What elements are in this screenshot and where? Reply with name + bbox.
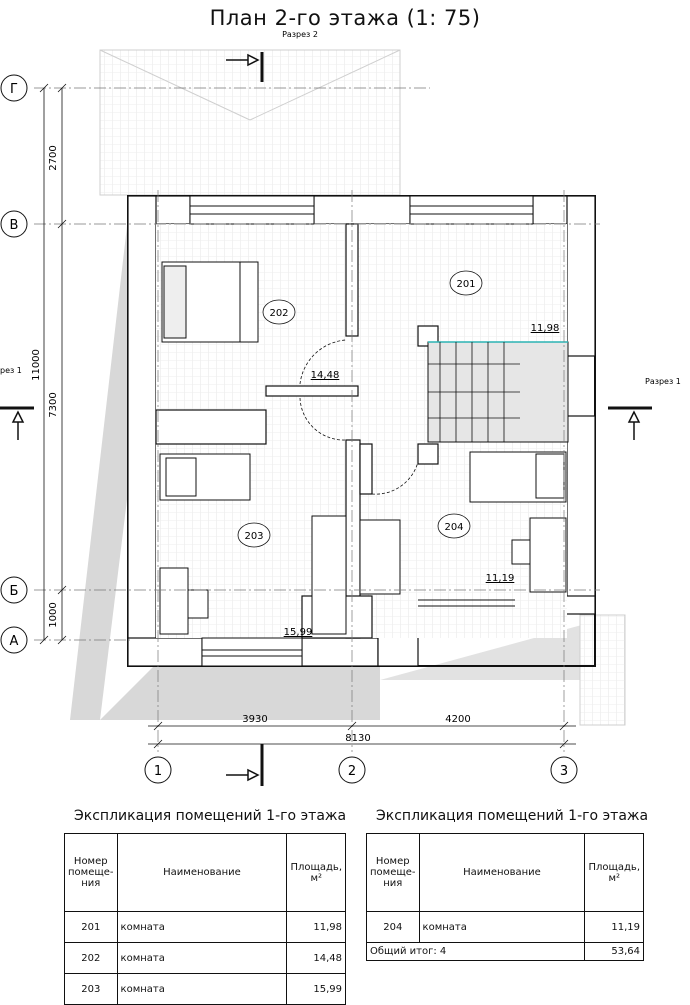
- header-name: Наименование: [116, 833, 288, 912]
- room-number-204: 204: [444, 522, 463, 533]
- dim-11000: 11000: [31, 349, 42, 381]
- dim-1000: 1000: [48, 602, 59, 627]
- table-right-caption: Экспликация помещений 1-го этажа: [376, 808, 649, 824]
- total-area: 53,64: [584, 942, 644, 961]
- cell-number: 202: [64, 942, 118, 974]
- cell-name: комната: [116, 942, 288, 974]
- total-label: Общий итог: 4: [365, 942, 586, 961]
- section-label-left: рез 1: [0, 366, 22, 375]
- page-title: План 2-го этажа (1: 75): [209, 6, 481, 30]
- room-area-204: 11,19: [486, 573, 515, 584]
- cell-area: 15,99: [286, 973, 346, 1005]
- cell-number: 201: [64, 911, 118, 943]
- table-row: 203 комната 15,99: [64, 973, 346, 1005]
- room-area-202: 14,48: [311, 370, 340, 381]
- floor-plan: Г В Б А 1 2 3 2700 11000 7300 1000 3930 …: [0, 30, 681, 800]
- table-left-caption: Экспликация помещений 1-го этажа: [74, 808, 347, 824]
- section-label-top: Разрез 2: [282, 30, 318, 39]
- axis-col-2: 2: [348, 764, 356, 779]
- table-total-row: Общий итог: 4 53,64: [365, 942, 644, 961]
- cell-area: 11,98: [286, 911, 346, 943]
- header-name: Наименование: [418, 833, 586, 912]
- axis-col-3: 3: [560, 764, 568, 779]
- section-label-bottom: Разрез 2: [244, 799, 280, 800]
- header-area: Площадь, м²: [286, 833, 346, 912]
- dim-4200: 4200: [445, 714, 470, 725]
- table-row: 204 комната 11,19: [366, 911, 644, 943]
- table-row: 201 комната 11,98: [64, 911, 346, 943]
- room-number-202: 202: [269, 308, 288, 319]
- roof-canopy: [99, 49, 401, 196]
- axis-row-b: Б: [10, 584, 19, 599]
- header-number: Номер помеще- ния: [64, 833, 118, 912]
- section-label-right: Разрез 1: [645, 377, 681, 386]
- axis-row-a: А: [10, 634, 19, 649]
- cell-name: комната: [116, 973, 288, 1005]
- header-number: Номер помеще- ния: [366, 833, 420, 912]
- axis-col-1: 1: [154, 764, 162, 779]
- cell-name: комната: [116, 911, 288, 943]
- room-schedule-left: Номер помеще- ния Наименование Площадь, …: [64, 833, 346, 1005]
- table-row: 202 комната 14,48: [64, 942, 346, 974]
- room-area-203: 15,99: [284, 627, 313, 638]
- dim-2700: 2700: [48, 145, 59, 170]
- dim-7300: 7300: [48, 392, 59, 417]
- cell-number: 203: [64, 973, 118, 1005]
- room-number-201: 201: [456, 279, 475, 290]
- room-area-201: 11,98: [531, 323, 560, 334]
- cell-name: комната: [418, 911, 586, 943]
- dim-8130: 8130: [345, 733, 370, 744]
- cell-number: 204: [366, 911, 420, 943]
- axis-row-v: В: [10, 218, 19, 233]
- room-schedule-right: Номер помеще- ния Наименование Площадь, …: [365, 833, 644, 961]
- axis-row-g: Г: [10, 82, 18, 97]
- cell-area: 14,48: [286, 942, 346, 974]
- cell-area: 11,19: [584, 911, 644, 943]
- dim-3930: 3930: [242, 714, 267, 725]
- header-area: Площадь, м²: [584, 833, 644, 912]
- room-number-203: 203: [244, 531, 263, 542]
